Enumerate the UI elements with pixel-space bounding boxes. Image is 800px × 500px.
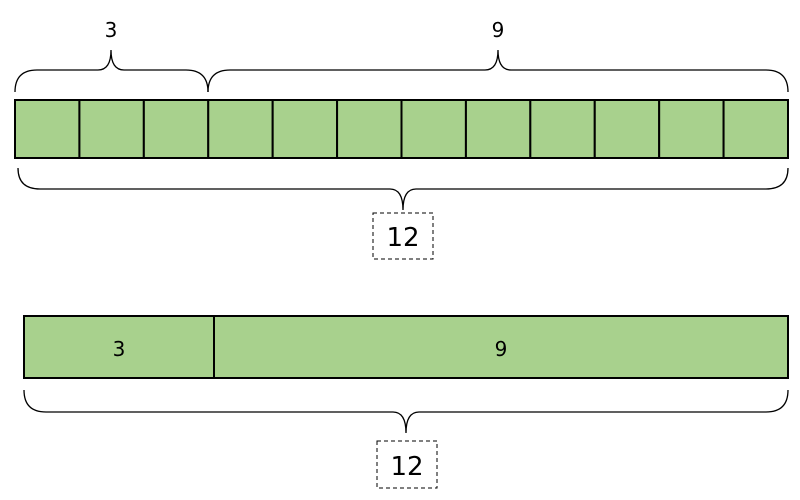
unit-square-part-a [14, 99, 81, 159]
unit-square-part-b [271, 99, 339, 159]
unit-square-part-b [464, 99, 532, 159]
label-total-top: 12 [386, 223, 419, 253]
unit-square-part-b [336, 99, 403, 159]
unit-square-part-b [593, 99, 661, 159]
unit-square-part-b [658, 99, 725, 159]
total-box-bottom [376, 440, 438, 489]
brace-part-a [14, 49, 209, 93]
bar-label-part-a: 3 [113, 337, 126, 361]
unit-square-part-b [400, 99, 467, 159]
unit-square-part-a [142, 99, 210, 159]
unit-square-part-b [529, 99, 596, 159]
bar-part-b [213, 315, 789, 379]
unit-model: 3 9 12 [14, 18, 790, 260]
label-part-a: 3 [105, 18, 118, 42]
unit-square-part-b [207, 99, 274, 159]
unit-square-part-b [722, 99, 790, 159]
bar-label-part-b: 9 [495, 337, 508, 361]
total-box-top [372, 212, 434, 260]
unit-square-part-a [78, 99, 145, 159]
brace-total-top [17, 167, 789, 211]
brace-part-b [207, 49, 789, 93]
brace-total-bottom [23, 389, 789, 434]
label-total-bottom: 12 [390, 452, 423, 482]
unit-squares [14, 99, 790, 159]
label-part-b: 9 [492, 18, 505, 42]
bar-model: 3 9 12 [23, 315, 789, 489]
